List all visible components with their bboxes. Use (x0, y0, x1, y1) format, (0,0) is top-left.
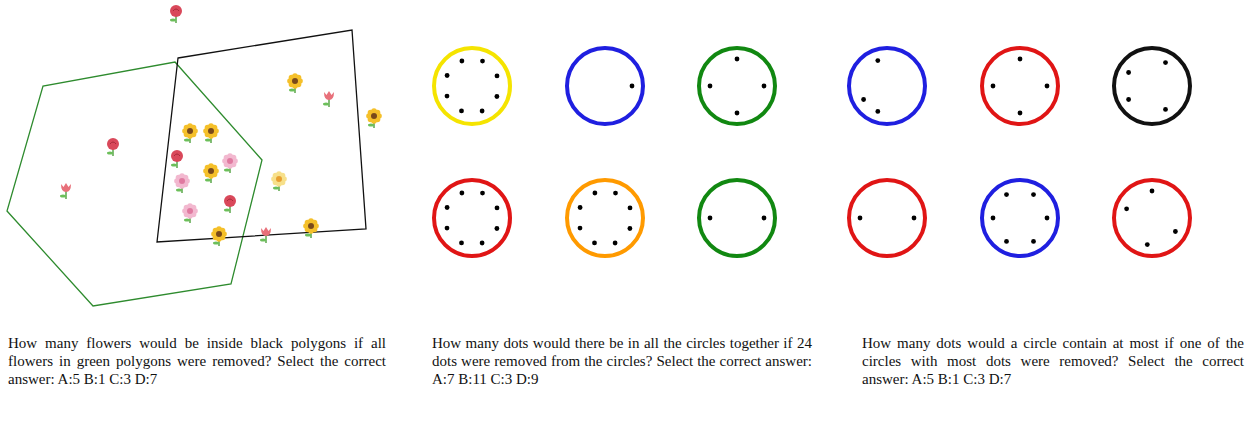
dot (1045, 216, 1050, 221)
dot (445, 73, 450, 78)
dot (1018, 111, 1023, 116)
blossom-flower (182, 203, 198, 223)
dot (459, 109, 464, 114)
sun-flower (211, 226, 227, 246)
dot (708, 216, 713, 221)
rose-flower (107, 138, 119, 156)
dot (1031, 192, 1036, 197)
dot (445, 94, 450, 99)
dot (628, 226, 633, 231)
sun-flower (366, 108, 382, 128)
rose-flower (224, 195, 236, 213)
colored-circle (567, 180, 643, 256)
dot (578, 205, 583, 210)
dot (1150, 189, 1155, 194)
dot (1126, 97, 1131, 102)
rose-flower (171, 150, 183, 168)
colored-circle (1114, 180, 1190, 256)
dot (495, 206, 500, 211)
colored-circle (1114, 48, 1190, 124)
dot (480, 191, 485, 196)
dot (1124, 206, 1129, 211)
dot (1173, 229, 1178, 234)
dot (495, 226, 500, 231)
colored-circle (434, 180, 510, 256)
sun-flower (203, 163, 219, 183)
green-polygon (7, 62, 262, 306)
dot (480, 59, 485, 64)
dot (762, 216, 767, 221)
dot (592, 241, 597, 246)
dot (459, 241, 464, 246)
colored-circle (982, 48, 1058, 124)
colored-circle (849, 180, 925, 256)
tulip-flower (60, 183, 71, 199)
dot (1163, 107, 1168, 112)
dot (460, 191, 465, 196)
colored-circle (434, 48, 510, 124)
dot (875, 109, 880, 114)
dot (1045, 84, 1050, 89)
tulip-flower (260, 227, 271, 243)
dot (735, 111, 740, 116)
dot (495, 94, 500, 99)
dot (630, 84, 635, 89)
dot (861, 97, 866, 102)
dot (762, 84, 767, 89)
question-text: How many dots would a circle contain at … (862, 334, 1244, 388)
colored-circle (699, 48, 775, 124)
colored-circle (699, 180, 775, 256)
daisy-flower (271, 171, 287, 191)
dot (708, 84, 713, 89)
dot (495, 74, 500, 79)
dot (480, 241, 485, 246)
colored-circle (849, 48, 925, 124)
dot (1145, 242, 1150, 247)
rose-flower (170, 5, 182, 23)
dot (445, 226, 450, 231)
dot (1004, 239, 1009, 244)
blossom-flower (174, 173, 190, 193)
dot (1031, 239, 1036, 244)
sun-flower (287, 73, 303, 93)
dot (480, 109, 485, 114)
black-polygon (157, 30, 366, 242)
dot (1018, 57, 1023, 62)
colored-circle (567, 48, 643, 124)
dot (445, 205, 450, 210)
dot (578, 226, 583, 231)
dot (628, 206, 633, 211)
colored-circle (982, 180, 1058, 256)
dot (875, 58, 880, 63)
sun-flower (182, 123, 198, 143)
dot (912, 216, 917, 221)
dot (1126, 70, 1131, 75)
dot (613, 241, 618, 246)
sun-flower (203, 123, 219, 143)
question-text: How many flowers would be inside black p… (8, 334, 386, 388)
blossom-flower (222, 153, 238, 173)
dot (1004, 192, 1009, 197)
dot (735, 57, 740, 62)
dot (858, 216, 863, 221)
dot (460, 59, 465, 64)
sun-flower (303, 218, 319, 238)
question-text: How many dots would there be in all the … (432, 334, 812, 388)
tulip-flower (323, 91, 334, 107)
dot (991, 216, 996, 221)
dot (613, 191, 618, 196)
dot (1163, 60, 1168, 65)
dot (991, 84, 996, 89)
dot (593, 191, 598, 196)
